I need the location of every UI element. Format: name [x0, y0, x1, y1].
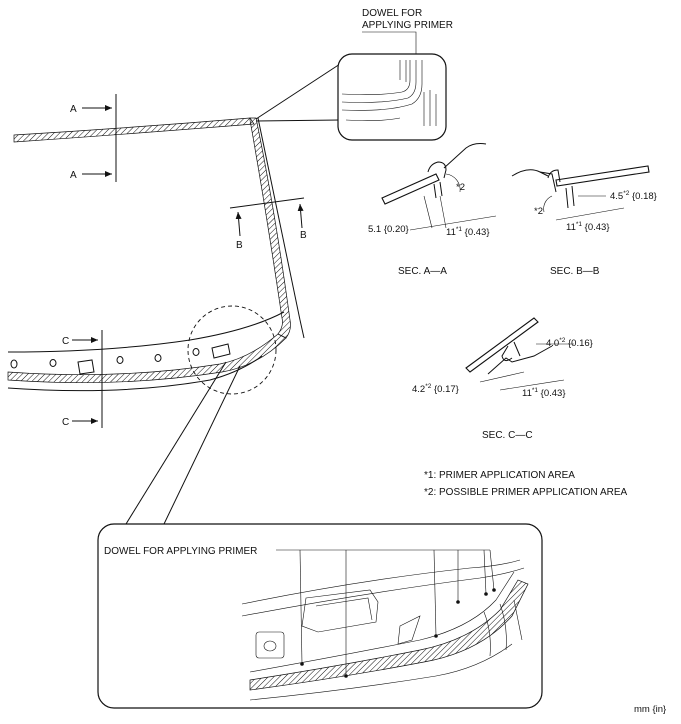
dowel-top-label-2: APPLYING PRIMER: [362, 20, 453, 31]
section-b-b-detail: *2 4.5*2 {0.18} 11*1 {0.43} SEC. B—B: [511, 165, 657, 277]
cowl-clip: [77, 359, 95, 375]
label-b-right: B: [300, 230, 307, 241]
sec-a-molding: [427, 161, 447, 179]
sec-b-molding: [547, 169, 561, 183]
sec-c-molding: [501, 341, 521, 362]
section-line-a: A A: [70, 94, 117, 182]
sec-c-dim-11: 11*1 {0.43}: [522, 387, 566, 399]
label-b-left: B: [236, 240, 243, 251]
sec-a-dim-line: [439, 195, 447, 229]
sec-c-c-title: SEC. C—C: [482, 430, 533, 441]
cowl-clip: [211, 343, 231, 359]
dowel-bottom-label: DOWEL FOR APPLYING PRIMER: [104, 546, 257, 557]
a-pillar-outer-line: [257, 117, 301, 321]
label-a-bottom: A: [70, 170, 77, 181]
sec-b-body-left: [511, 169, 549, 177]
a-pillar-edge: [249, 117, 291, 339]
detail-connector-left: [125, 361, 227, 525]
cowl-hole: [116, 356, 124, 364]
sec-a-angle-arc: [445, 173, 461, 193]
sec-a-adhesive: [433, 181, 443, 199]
sec-a-a-title: SEC. A—A: [398, 266, 447, 277]
sec-b-angle-arc: [543, 195, 553, 213]
windshield-top-edge: [13, 117, 255, 143]
sec-b-dim-4-5: 4.5*2 {0.18}: [610, 190, 657, 202]
cowl-panel-upper: [7, 311, 285, 353]
detail-connector-right: [163, 365, 241, 525]
dowel-top-label-1: DOWEL FOR: [362, 8, 422, 19]
sec-a-body: [443, 143, 487, 169]
legend-note-1: *1: PRIMER APPLICATION AREA: [424, 470, 575, 481]
sec-b-star2: *2: [534, 206, 543, 217]
callout-connector-bottom: [255, 119, 341, 122]
a-pillar-end-line: [299, 319, 305, 339]
sec-b-dim-11: 11*1 {0.43}: [566, 221, 610, 233]
legend-notes: *1: PRIMER APPLICATION AREA *2: POSSIBLE…: [424, 470, 628, 498]
legend-note-2: *2: POSSIBLE PRIMER APPLICATION AREA: [424, 487, 628, 498]
sec-a-dim-base: [409, 215, 497, 231]
dowel-leaders: [299, 549, 495, 676]
bottom-callout-box: [97, 523, 543, 709]
section-a-a-detail: *2 5.1 {0.20} 11*1 {0.43} SEC. A—A: [368, 143, 497, 277]
cowl-hole: [154, 354, 162, 362]
cowl-edge: [7, 333, 287, 384]
cowl-hole: [10, 359, 18, 369]
sec-c-dim-arrow-2: [479, 371, 525, 383]
cowl-hole: [49, 359, 57, 367]
section-line-c: C C: [62, 330, 103, 428]
bottom-callout-detail: [241, 559, 529, 701]
sec-b-dim-base: [555, 207, 625, 221]
top-callout-box: [337, 53, 447, 141]
section-line-b: B B: [229, 197, 307, 251]
windshield-outline: [7, 117, 305, 392]
sec-c-body: [487, 345, 553, 375]
section-c-c-detail: 4.0*2 {0.16} 4.2*2 {0.17} 11*1 {0.43} SE…: [412, 317, 593, 441]
units-label: mm {in}: [634, 704, 666, 715]
label-a-top: A: [70, 104, 77, 115]
detail-circle: [187, 305, 277, 395]
sec-a-star2: *2: [456, 182, 465, 193]
sec-c-dim-base: [499, 379, 565, 391]
sec-b-body-step: [539, 171, 557, 193]
callout-connector-top: [255, 63, 341, 120]
sec-a-dim-line: [423, 195, 433, 229]
sec-a-dim-11: 11*1 {0.43}: [446, 226, 490, 238]
label-c-bottom: C: [62, 417, 69, 428]
sec-b-adhesive: [565, 185, 575, 209]
sec-a-dim-5-1: 5.1 {0.20}: [368, 224, 409, 235]
top-callout-detail: [341, 60, 437, 126]
sec-b-glass: [555, 165, 650, 187]
sec-b-b-title: SEC. B—B: [550, 266, 600, 277]
bottom-dowel-callout: DOWEL FOR APPLYING PRIMER: [97, 523, 543, 709]
sec-a-glass: [381, 173, 440, 205]
label-c-top: C: [62, 336, 69, 347]
sec-c-glass: [465, 317, 539, 373]
sec-c-dim-4-0: 4.0*2 {0.16}: [546, 337, 593, 349]
sec-c-dim-4-2: 4.2*2 {0.17}: [412, 383, 459, 395]
cowl-hole: [192, 348, 200, 356]
top-dowel-callout: DOWEL FOR APPLYING PRIMER: [255, 8, 453, 141]
cowl-panel-lower: [7, 355, 263, 392]
